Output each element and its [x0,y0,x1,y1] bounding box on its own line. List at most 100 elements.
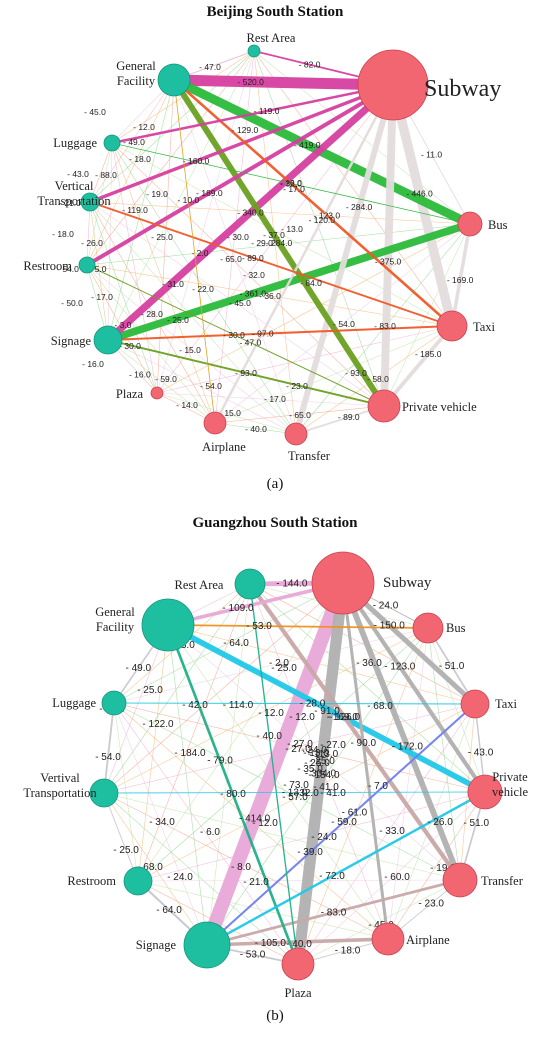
b-node-label-signage: Signage [136,938,177,952]
a-edge-label: - 83.0 [374,321,396,331]
a-background-edge [89,201,216,424]
a-caption: (a) [267,476,284,492]
a-background-edge [89,201,158,394]
a-edge-label: - 49.0 [123,137,145,147]
a-edge-label: - 32.0 [280,179,302,189]
a-edge-label: - 65.0 [289,410,311,420]
a-node-label-plaza: Plaza [116,387,144,401]
b-edge-label: - 13.0 [282,788,308,799]
b-background-edge [249,583,486,793]
b-edge-signage-private [206,790,486,947]
a-background-edge [111,142,297,435]
b-edge-label: - 24.0 [301,745,327,756]
b-edge-label: - 122.0 [142,719,174,730]
a-background-edge [111,142,158,394]
a-edge-label: - 12.0 [133,122,155,132]
b-background-edge [113,702,139,882]
a-edge-label: - 284.0 [266,238,293,248]
b-edge-rest-plaza [249,583,299,965]
b-node-plaza [281,947,315,981]
b-background-edge [113,627,429,704]
b-edge-label: - 12.0 [289,712,315,723]
b-node-label-private: vehicle [492,785,529,799]
b-node-label-vertival: Vertival [40,771,80,785]
b-node-label-general: Facility [96,620,135,634]
b-node-rest [234,568,266,600]
b-edge-label: - 414.0 [239,813,271,824]
b-edge-label: - 184.0 [174,748,206,759]
b-node-signage [183,921,231,969]
a-edge-label: - 375.0 [375,257,402,267]
a-node-plaza [150,386,164,400]
b-edge-label: - 150.0 [374,620,406,631]
a-background-edge [156,79,175,394]
a-edge-label: - 14.0 [176,400,198,410]
a-node-label-vertical: Vertical [55,179,94,193]
b-edge-label: - 8.0 [231,862,251,873]
b-edge-label: - 28.0 [300,699,326,710]
a-node-label-transfer: Transfer [288,449,331,463]
b-background-edge [387,791,486,940]
a-background-edge [214,422,297,435]
b-edge-signage-taxi [206,703,476,946]
a-edge-label: - 36.0 [259,291,281,301]
a-node-airplane [203,411,227,435]
a-background-edge [86,142,113,266]
b-edge-general-private [166,622,487,795]
a-background-edge [156,325,453,394]
a-background-edge [89,201,471,225]
a-edge-label: - 16.0 [280,178,302,188]
b-edge-label: - 7.0 [368,781,388,792]
a-edge-restroom-subway [85,83,395,267]
b-background-edge [297,627,429,965]
a-edge-label: - 88.0 [95,170,117,180]
b-edge-subway-transfer [340,581,463,882]
b-edge-label: - 68.0 [367,701,393,712]
a-edge-subway-airplane [213,84,395,424]
b-network: Guangzhou South Station(b)- 414.0- 109.0… [23,515,528,1024]
b-background-edge [297,879,461,965]
a-edge-label: - 169.0 [447,275,474,285]
a-background-edge [111,142,453,327]
a-node-restroom [78,256,96,274]
a-edge-general-airplane [173,79,216,424]
b-edge-label: - 12.0 [252,818,278,829]
b-edge-luggage-taxi [113,702,476,705]
b-node-luggage [101,690,127,716]
b-background-edge [249,583,476,705]
b-edge-label: - 73.0 [283,780,309,791]
a-edge-label: - 84.0 [300,278,322,288]
a-edge-label: - 30.0 [119,341,141,351]
a-background-edge [86,201,91,266]
b-edge-label: - 126.0 [329,712,361,723]
a-background-edge [295,325,453,435]
a-edge-label: - 31.0 [162,279,184,289]
b-edge-label: - 42.0 [182,700,208,711]
b-title: Guangzhou South Station [192,515,358,531]
b-background-edge [103,792,299,965]
a-edge-label: - 89.0 [242,253,264,263]
b-background-edge [427,627,461,881]
b-edge-vertival-luggage [103,702,115,794]
b-edge-label: - 144.0 [276,579,308,590]
b-edge-label: - 57.0 [282,792,308,803]
a-edge-luggage-subway [111,83,394,145]
b-background-edge [167,624,389,940]
a-edge-label: - 419.0 [294,140,321,150]
b-edge-label: - 61.0 [342,807,368,818]
a-background-edge [173,79,297,435]
b-edge-label: - 80.0 [220,789,246,800]
b-edge-label: - 2.0 [269,658,289,669]
b-edge-label: - 60.0 [384,872,410,883]
a-edge-label: - 54.0 [57,264,79,274]
a-background-edge [111,142,216,424]
a-node-label-rest: Rest Area [247,31,296,45]
a-edge-label: - 65.0 [220,254,242,264]
a-edge-label: - 129.0 [232,125,259,135]
b-node-subway [311,551,375,615]
b-edge-label: - 64.0 [156,905,182,916]
b-edge-label: - 25.0 [304,758,330,769]
b-edge-general-bus [167,624,429,629]
b-node-vertival [89,778,119,808]
b-node-label-bus: Bus [446,621,466,635]
